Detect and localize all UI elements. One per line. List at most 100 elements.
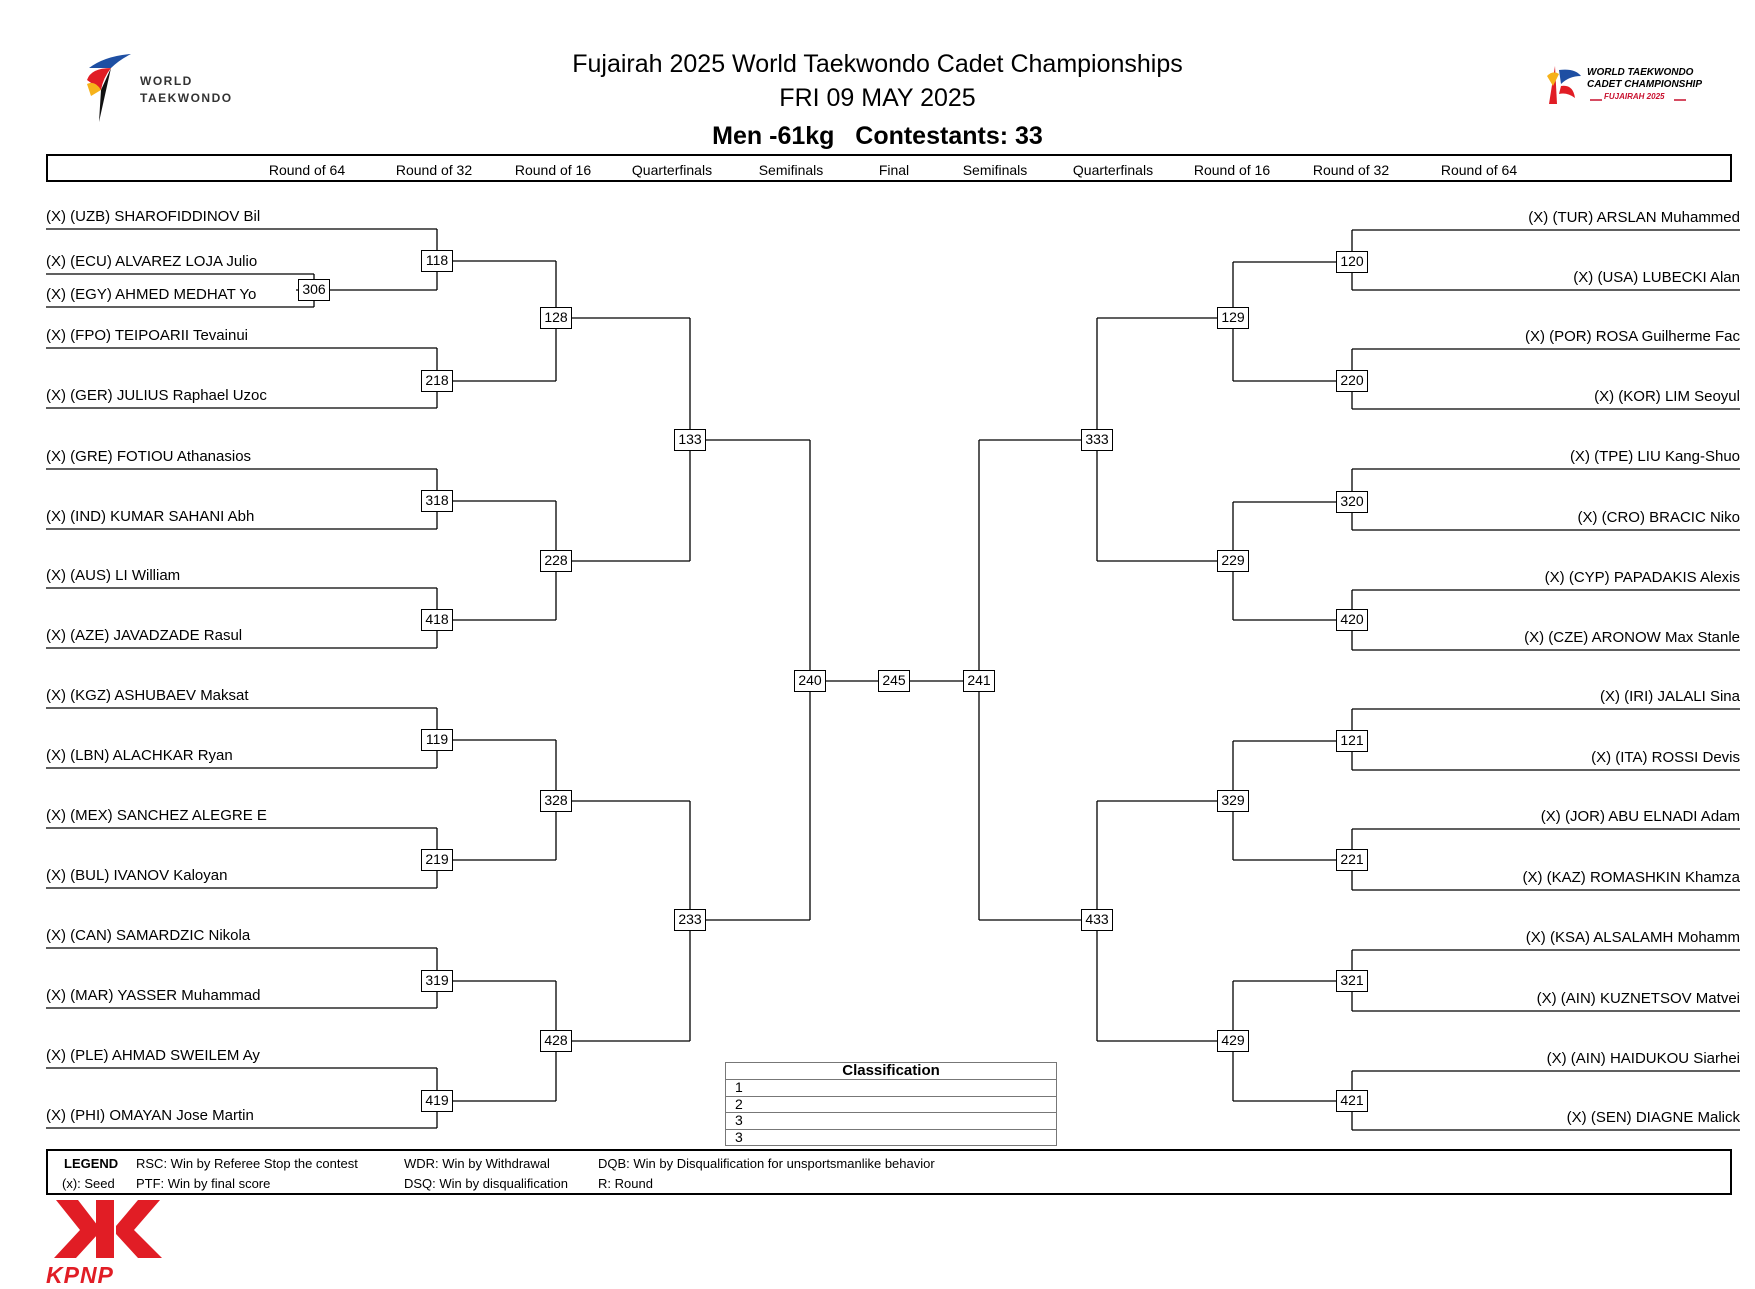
athlete-name: (X) (MAR) YASSER Muhammad: [46, 987, 261, 1004]
wt-logo-text-taekwondo: TAEKWONDO: [140, 91, 233, 105]
athlete-name: (X) (AUS) LI William: [46, 567, 181, 584]
athlete-name: (X) (PLE) AHMAD SWEILEM Ay: [46, 1047, 260, 1064]
kpnp-logo-mark: [54, 1200, 162, 1258]
legend-dqb: DQB: Win by Disqualification for unsport…: [598, 1156, 935, 1171]
athlete-name: (X) (FPO) TEIPOARII Tevainui: [46, 327, 248, 344]
athlete-name: (X) (MEX) SANCHEZ ALEGRE E: [46, 807, 267, 824]
athlete-name: (X) (CYP) PAPADAKIS Alexis: [1544, 569, 1740, 586]
rounds-header: Round of 64 Round of 32 Round of 16 Quarter…: [46, 154, 1732, 182]
athlete-name: (X) (GRE) FOTIOU Athanasios: [46, 448, 252, 465]
bout-number: 228: [540, 550, 572, 572]
round-label: Round of 32: [395, 162, 473, 178]
bout-number: 218: [421, 370, 453, 392]
athlete-name: (X) (POR) ROSA Guilherme Fac: [1524, 328, 1740, 345]
athlete-name: (X) (BUL) IVANOV Kaloyan: [46, 867, 228, 884]
bout-number: 129: [1217, 307, 1249, 329]
bout-number: 320: [1336, 491, 1368, 513]
bout-number: 128: [540, 307, 572, 329]
bout-number: 245: [878, 670, 910, 692]
athlete-name: (X) (UZB) SHAROFIDDINOV Bil: [46, 208, 261, 225]
athlete-name: (X) (JOR) ABU ELNADI Adam: [1540, 808, 1740, 825]
legend-wdr: WDR: Win by Withdrawal: [404, 1156, 550, 1171]
round-label: Round of 16: [514, 162, 592, 178]
athlete-name: (X) (AIN) HAIDUKOU Siarhei: [1546, 1050, 1740, 1067]
bout-number: 240: [794, 670, 826, 692]
kpnp-logo-text: KPNP: [46, 1262, 114, 1288]
bout-number: 120: [1336, 251, 1368, 273]
cadet-championship-logo-mark: [1547, 66, 1581, 104]
cadet-logo-text-1: WORLD TAEKWONDO: [1587, 67, 1694, 78]
athlete-name: (X) (CRO) BRACIC Niko: [1577, 509, 1740, 526]
athlete-name: (X) (KSA) ALSALAMH Mohamm: [1525, 929, 1740, 946]
bout-number: 329: [1217, 790, 1249, 812]
round-label: Semifinals: [962, 162, 1028, 178]
legend-dsq: DSQ: Win by disqualification: [404, 1176, 569, 1191]
bout-number: 233: [674, 909, 706, 931]
world-taekwondo-logo: [87, 54, 131, 122]
athlete-name: (X) (IND) KUMAR SAHANI Abh: [46, 508, 255, 525]
cadet-logo-text-2: CADET CHAMPIONSHIP: [1587, 79, 1703, 90]
athlete-name: (X) (LBN) ALACHKAR Ryan: [46, 747, 233, 764]
athlete-name: (X) (ECU) ALVAREZ LOJA Julio: [46, 253, 258, 270]
bout-number: 419: [421, 1090, 453, 1112]
round-label: Round of 64: [268, 162, 346, 178]
wt-logo-text-world: WORLD: [140, 74, 193, 88]
round-label: Quarterfinals: [631, 162, 713, 178]
classification-row: 3: [735, 1128, 743, 1145]
bout-number: 318: [421, 490, 453, 512]
round-label: Semifinals: [758, 162, 824, 178]
bout-number: 333: [1081, 429, 1113, 451]
cadet-logo-text-3: FUJAIRAH 2025: [1604, 92, 1665, 101]
event-title: Fujairah 2025 World Taekwondo Cadet Cham…: [572, 50, 1183, 78]
classification-row: 2: [726, 1096, 1056, 1113]
athlete-name: (X) (ITA) ROSSI Devis: [1591, 749, 1740, 766]
athlete-name: (X) (CAN) SAMARDZIC Nikola: [46, 927, 251, 944]
legend-rsc: RSC: Win by Referee Stop the contest: [136, 1156, 358, 1171]
bout-number: 319: [421, 970, 453, 992]
athlete-name: (X) (EGY) AHMED MEDHAT Yo: [46, 286, 257, 303]
round-label: Final: [878, 162, 910, 178]
athlete-name: (X) (PHI) OMAYAN Jose Martin: [46, 1107, 254, 1124]
legend-title: LEGEND: [64, 1156, 119, 1171]
athlete-name: (X) (CZE) ARONOW Max Stanle: [1524, 629, 1740, 646]
round-label: Round of 32: [1312, 162, 1390, 178]
bout-number: 221: [1336, 849, 1368, 871]
legend-ptf: PTF: Win by final score: [136, 1176, 271, 1191]
legend-seed: (x): Seed: [62, 1176, 115, 1191]
athlete-name: (X) (KOR) LIM Seoyul: [1594, 388, 1740, 405]
athlete-name: (X) (SEN) DIAGNE Malick: [1566, 1109, 1740, 1126]
bout-number: 118: [421, 250, 453, 272]
bout-number: 418: [421, 609, 453, 631]
athlete-name: (X) (USA) LUBECKI Alan: [1573, 269, 1740, 286]
athlete-name: (X) (TUR) ARSLAN Muhammed: [1528, 209, 1740, 226]
classification-row: 1: [726, 1080, 1056, 1097]
bout-number: 133: [674, 429, 706, 451]
classification-table: Classification 1 2 3 3: [725, 1062, 1057, 1146]
legend-round: R: Round: [598, 1176, 653, 1191]
classification-title: Classification: [726, 1063, 1056, 1080]
bout-number: 433: [1081, 909, 1113, 931]
bout-number: 420: [1336, 609, 1368, 631]
bout-number: 421: [1336, 1090, 1368, 1112]
bout-number: 220: [1336, 370, 1368, 392]
bout-number: 428: [540, 1030, 572, 1052]
bout-number: 306: [298, 279, 330, 301]
athlete-name: (X) (GER) JULIUS Raphael Uzoc: [46, 387, 267, 404]
athlete-name: (X) (IRI) JALALI Sina: [1599, 688, 1740, 705]
classification-row: 3: [726, 1113, 1056, 1130]
bout-number: 429: [1217, 1030, 1249, 1052]
category-title: Men -61kg Contestants: 33: [712, 122, 1043, 150]
round-label: Quarterfinals: [1072, 162, 1154, 178]
round-label: Round of 64: [1440, 162, 1518, 178]
bout-number: 321: [1336, 970, 1368, 992]
bout-number: 241: [963, 670, 995, 692]
bout-number: 229: [1217, 550, 1249, 572]
bout-number: 219: [421, 849, 453, 871]
athlete-name: (X) (TPE) LIU Kang-Shuo: [1569, 448, 1740, 465]
athlete-name: (X) (KAZ) ROMASHKIN Khamza: [1522, 869, 1740, 886]
bout-number: 328: [540, 790, 572, 812]
event-date: FRI 09 MAY 2025: [779, 84, 976, 112]
cadet-logo-underline: [1590, 99, 1686, 101]
athlete-name: (X) (KGZ) ASHUBAEV Maksat: [46, 687, 249, 704]
